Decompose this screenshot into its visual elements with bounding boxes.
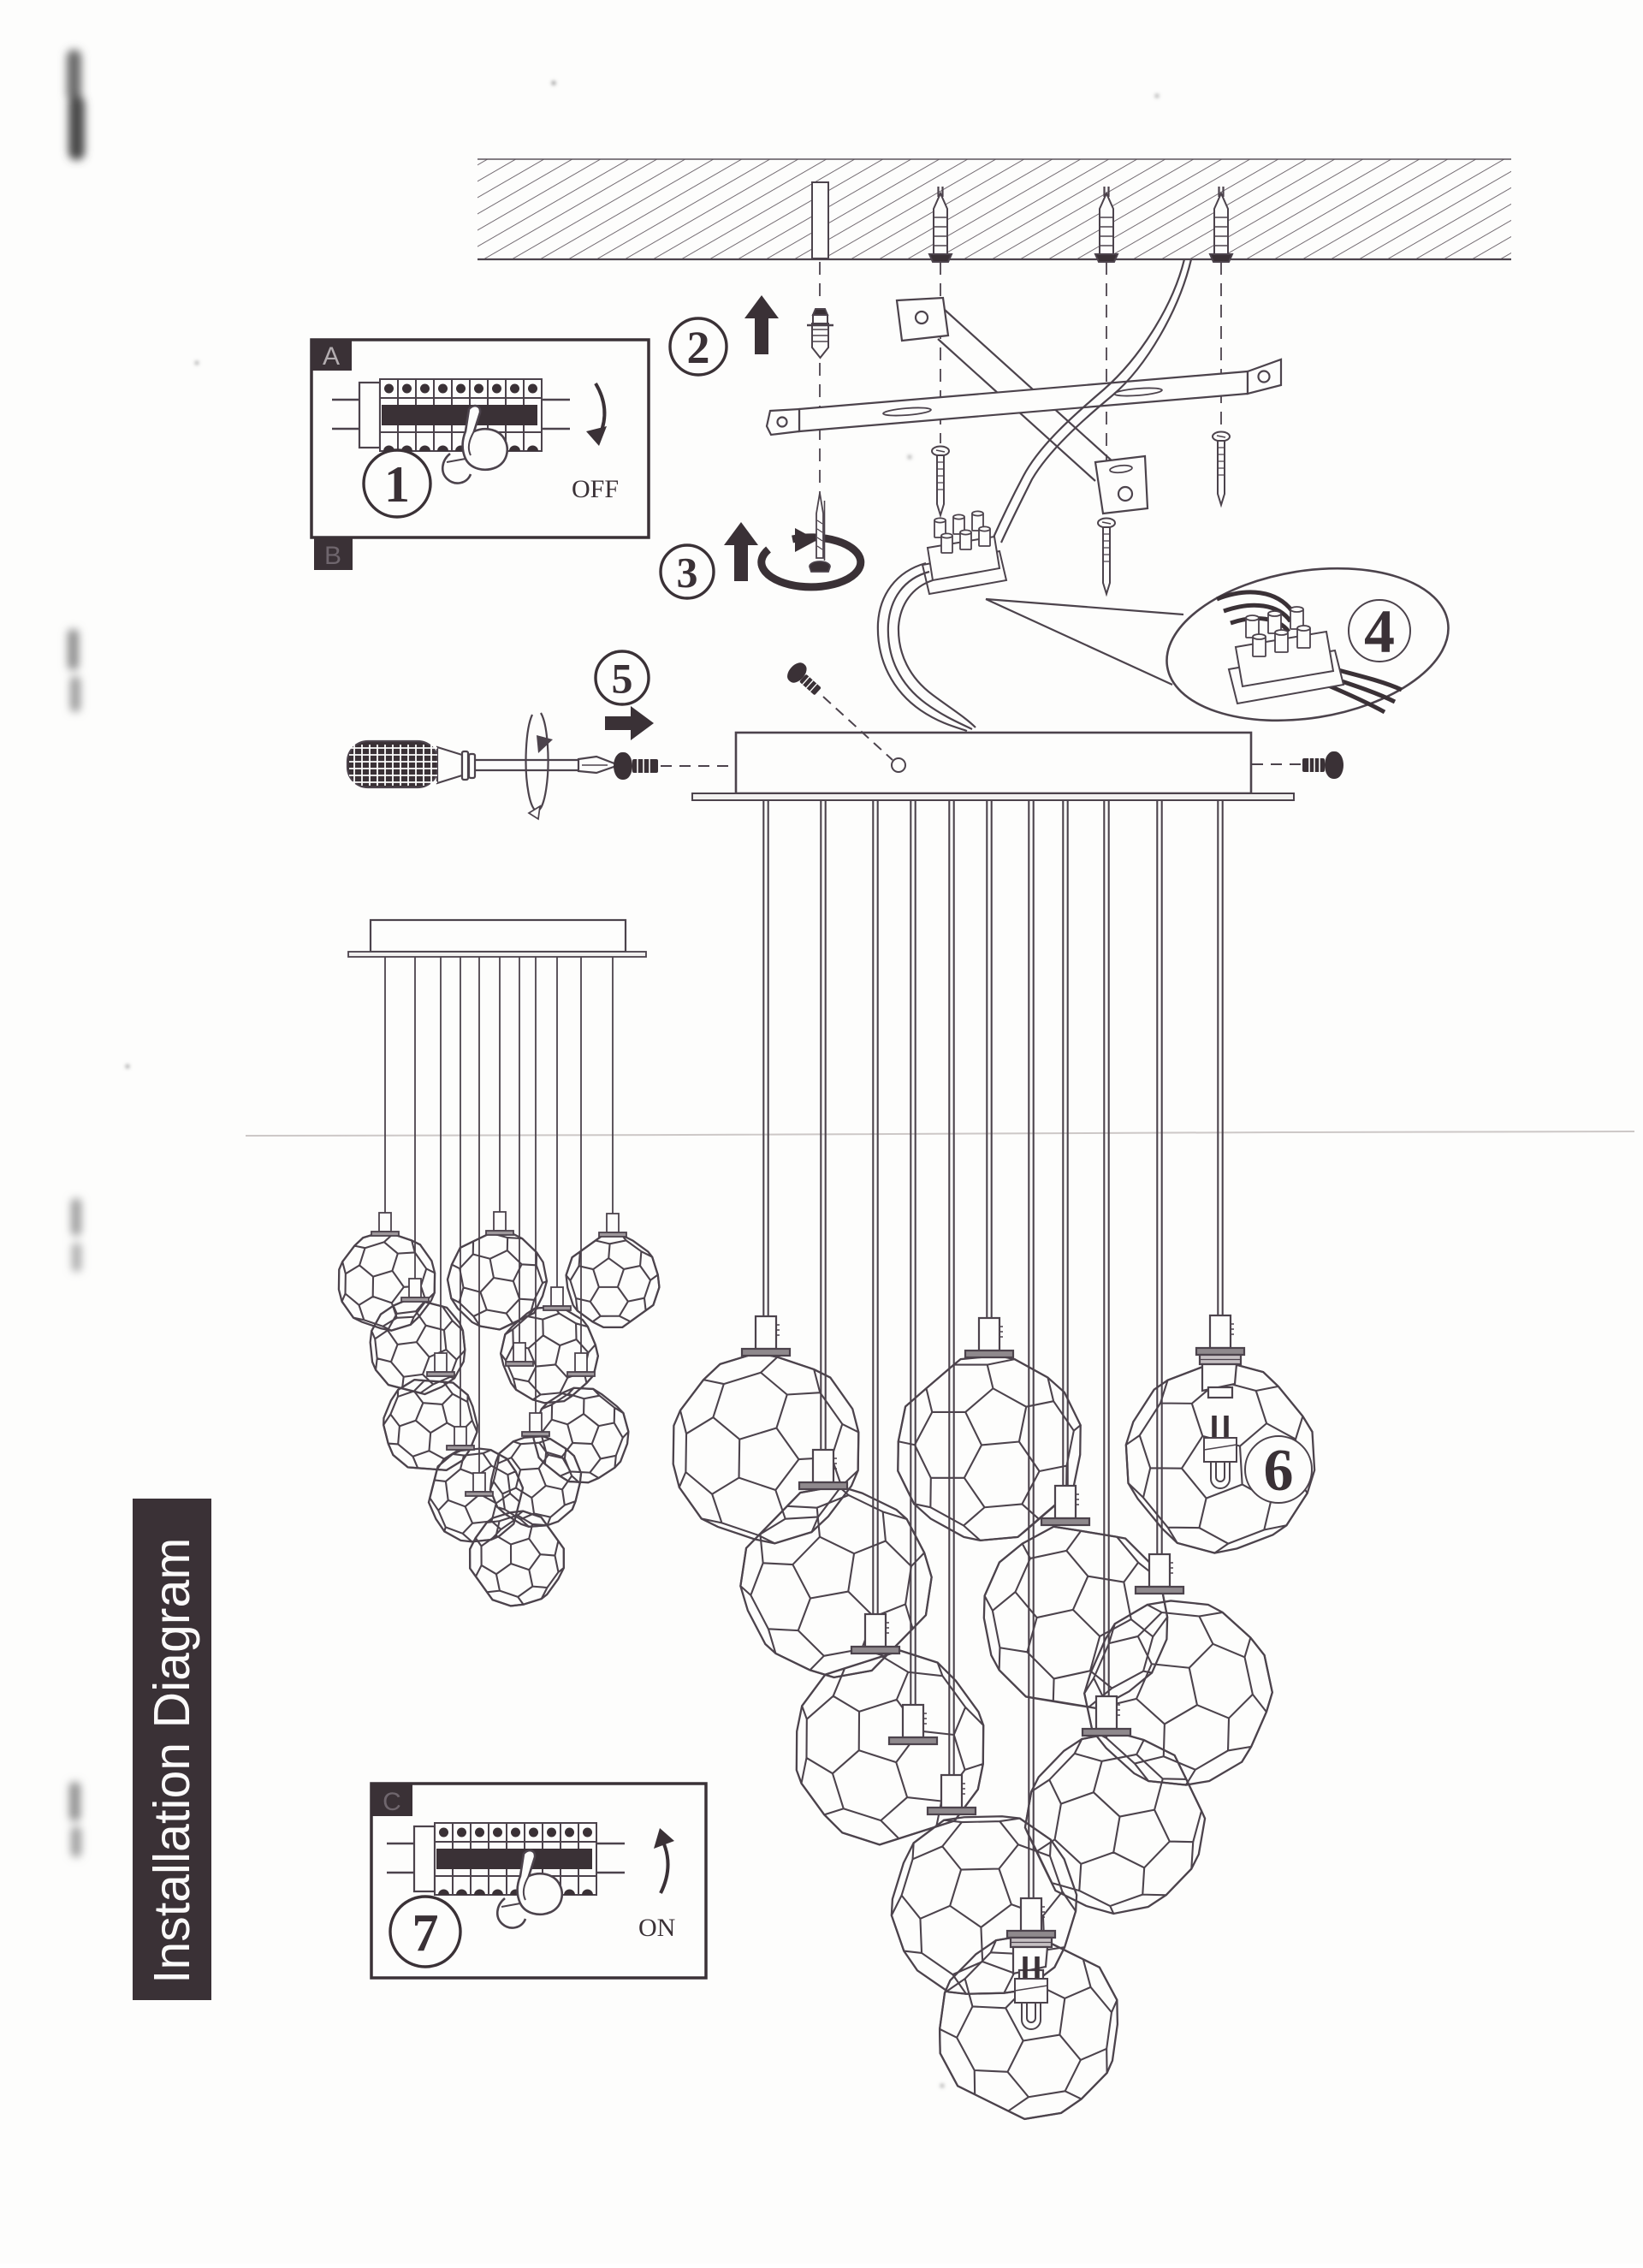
svg-text:B: B	[324, 542, 341, 570]
svg-text:6: 6	[1264, 1438, 1294, 1504]
svg-text:3: 3	[677, 549, 698, 597]
svg-text:C: C	[383, 1788, 401, 1816]
svg-text:A: A	[323, 342, 340, 371]
svg-text:2: 2	[687, 322, 710, 373]
svg-text:1: 1	[384, 456, 410, 513]
svg-text:7: 7	[412, 1904, 439, 1962]
svg-text:ON: ON	[638, 1914, 675, 1942]
svg-text:4: 4	[1364, 597, 1395, 666]
svg-text:Installation Diagram: Installation Diagram	[144, 1538, 200, 1984]
svg-text:5: 5	[612, 655, 633, 703]
svg-text:OFF: OFF	[572, 475, 619, 503]
